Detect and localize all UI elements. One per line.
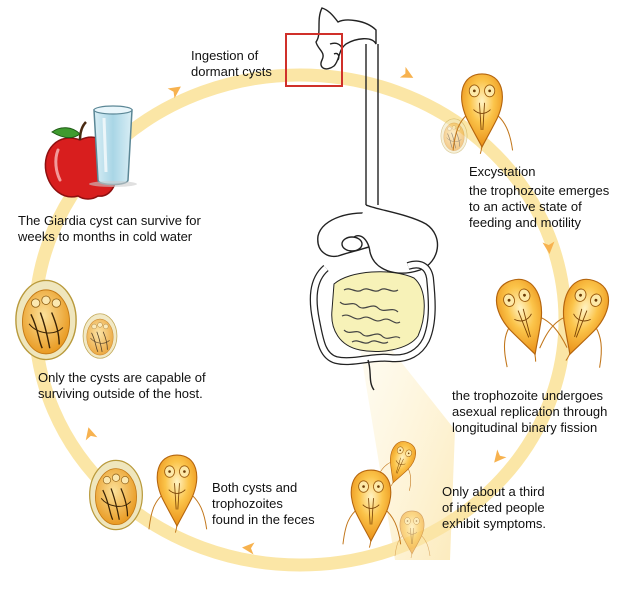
label-replication: the trophozoite undergoes asexual replic… [452, 388, 608, 435]
digestive-system [309, 7, 439, 391]
label-excystation-desc: the trophozoite emerges to an active sta… [469, 183, 610, 230]
label-ingestion: Ingestion of dormant cysts [191, 48, 272, 79]
head-profile [315, 7, 377, 70]
arrow-left-icon [85, 427, 98, 441]
label-cold-water: The Giardia cyst can survive for weeks t… [18, 213, 201, 244]
arrow-bottom-right-icon [494, 449, 507, 463]
rectum [367, 359, 375, 391]
label-symptoms: Only about a third of infected people ex… [442, 484, 547, 531]
label-excystation-title: Excystation [469, 164, 536, 179]
stomach [349, 204, 439, 274]
arrow-bottom-icon [242, 542, 255, 555]
arrow-right-icon [542, 241, 555, 254]
label-outside-host: Only the cysts are capable of surviving … [38, 370, 206, 401]
esophagus [365, 44, 379, 205]
intestine-output-highlight [352, 300, 455, 560]
label-feces: Both cysts and trophozoites found in the… [212, 480, 315, 527]
cyst-feces-icon [89, 459, 143, 531]
cyst-excystation-icon [440, 118, 468, 154]
cycle-direction-arrows [85, 66, 555, 555]
mouth-highlight-box [285, 33, 343, 87]
water-glass-icon [89, 105, 137, 187]
arrow-top-right-icon [399, 66, 414, 78]
cyst-large-icon [15, 279, 77, 361]
cyst-small-icon [82, 313, 118, 359]
trophozoite-binary-fission-icon [481, 269, 626, 372]
arrow-top-left-icon [167, 86, 181, 99]
small-intestine [331, 271, 425, 352]
